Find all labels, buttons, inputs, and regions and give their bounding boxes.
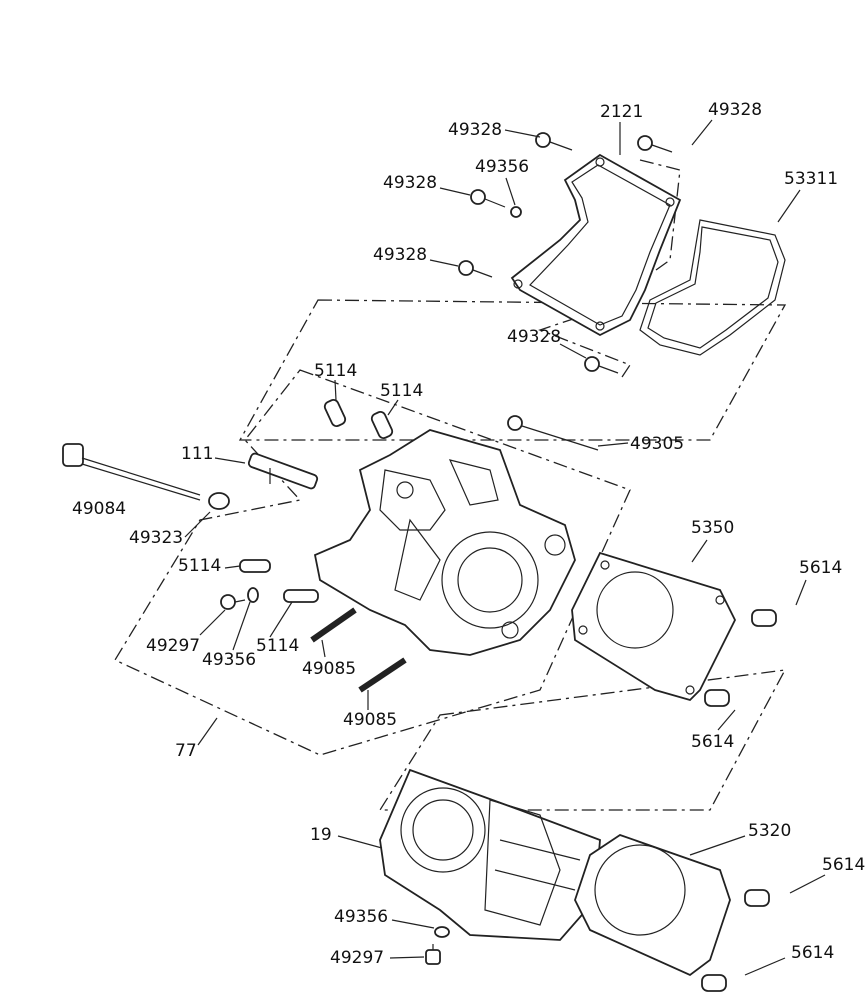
callout-label: 5320 [748, 821, 791, 841]
group-outline-gasket [378, 669, 787, 811]
dowel-pin-4 [701, 974, 727, 992]
callout-label: 111 [181, 444, 213, 464]
cylinder-head [313, 429, 576, 656]
washer-49356-upper [247, 587, 259, 603]
callout-label: 49305 [630, 434, 684, 454]
washer-49323 [208, 492, 230, 510]
callout-label: 49356 [475, 157, 529, 177]
washer-49356-lower [434, 926, 450, 938]
callout-label: 49356 [202, 650, 256, 670]
callout-label: 5114 [178, 556, 221, 576]
callout-label: 2121 [600, 102, 643, 122]
valve-guide-1 [323, 399, 347, 427]
cover-bolt-5 [584, 356, 619, 374]
stud-bolt-49305 [507, 415, 599, 451]
callout-label: 49323 [129, 528, 183, 548]
valve-cover [510, 153, 682, 337]
callout-label: 5614 [822, 855, 865, 875]
cover-gasket [639, 219, 786, 356]
head-gasket [571, 551, 737, 702]
callout-label: 49356 [334, 907, 388, 927]
valve-guide-3 [239, 559, 271, 573]
callout-label: 49085 [343, 710, 397, 730]
callout-label: 5350 [691, 518, 734, 538]
callout-label: 19 [310, 825, 332, 845]
callout-labels: 49328 2121 49328 49356 53311 49328 49328… [72, 100, 865, 968]
cover-bolt-3 [470, 189, 506, 208]
base-gasket [574, 834, 731, 977]
dowel-pin-2 [704, 689, 730, 707]
dowel-pin-1 [751, 609, 777, 627]
callout-label: 49328 [373, 245, 427, 265]
callout-label: 5114 [314, 361, 357, 381]
valve-guide-4 [283, 589, 319, 603]
callout-label: 5614 [691, 732, 734, 752]
bolt-49297-upper [220, 594, 246, 610]
callout-label: 49328 [448, 120, 502, 140]
cover-bolt-2 [637, 135, 673, 153]
callout-label: 49328 [507, 327, 561, 347]
callout-label: 5114 [380, 381, 423, 401]
dowel-pin-3 [744, 889, 770, 907]
callout-label: 49297 [146, 636, 200, 656]
cover-washer [510, 206, 522, 218]
callout-label: 49085 [302, 659, 356, 679]
callout-label: 53311 [784, 169, 838, 189]
callout-label: 5114 [256, 636, 299, 656]
callout-label: 5614 [791, 943, 834, 963]
cylinder-block [379, 768, 601, 941]
valve-guide-2 [370, 411, 394, 439]
stud-49085-upper [310, 607, 357, 643]
cover-bolt-1 [535, 132, 573, 151]
callout-label: 49328 [383, 173, 437, 193]
callout-label: 49084 [72, 499, 126, 519]
long-bolt-49084 [62, 443, 201, 501]
callout-label: 5614 [799, 558, 842, 578]
callout-label: 77 [175, 741, 197, 761]
cover-bolt-4 [458, 260, 493, 278]
callout-label: 49297 [330, 948, 384, 968]
callout-label: 49328 [708, 100, 762, 120]
stud-49085-lower [358, 657, 407, 693]
leader-lines [184, 119, 826, 976]
bolt-49297-lower [425, 944, 441, 965]
spark-plug [247, 452, 319, 490]
